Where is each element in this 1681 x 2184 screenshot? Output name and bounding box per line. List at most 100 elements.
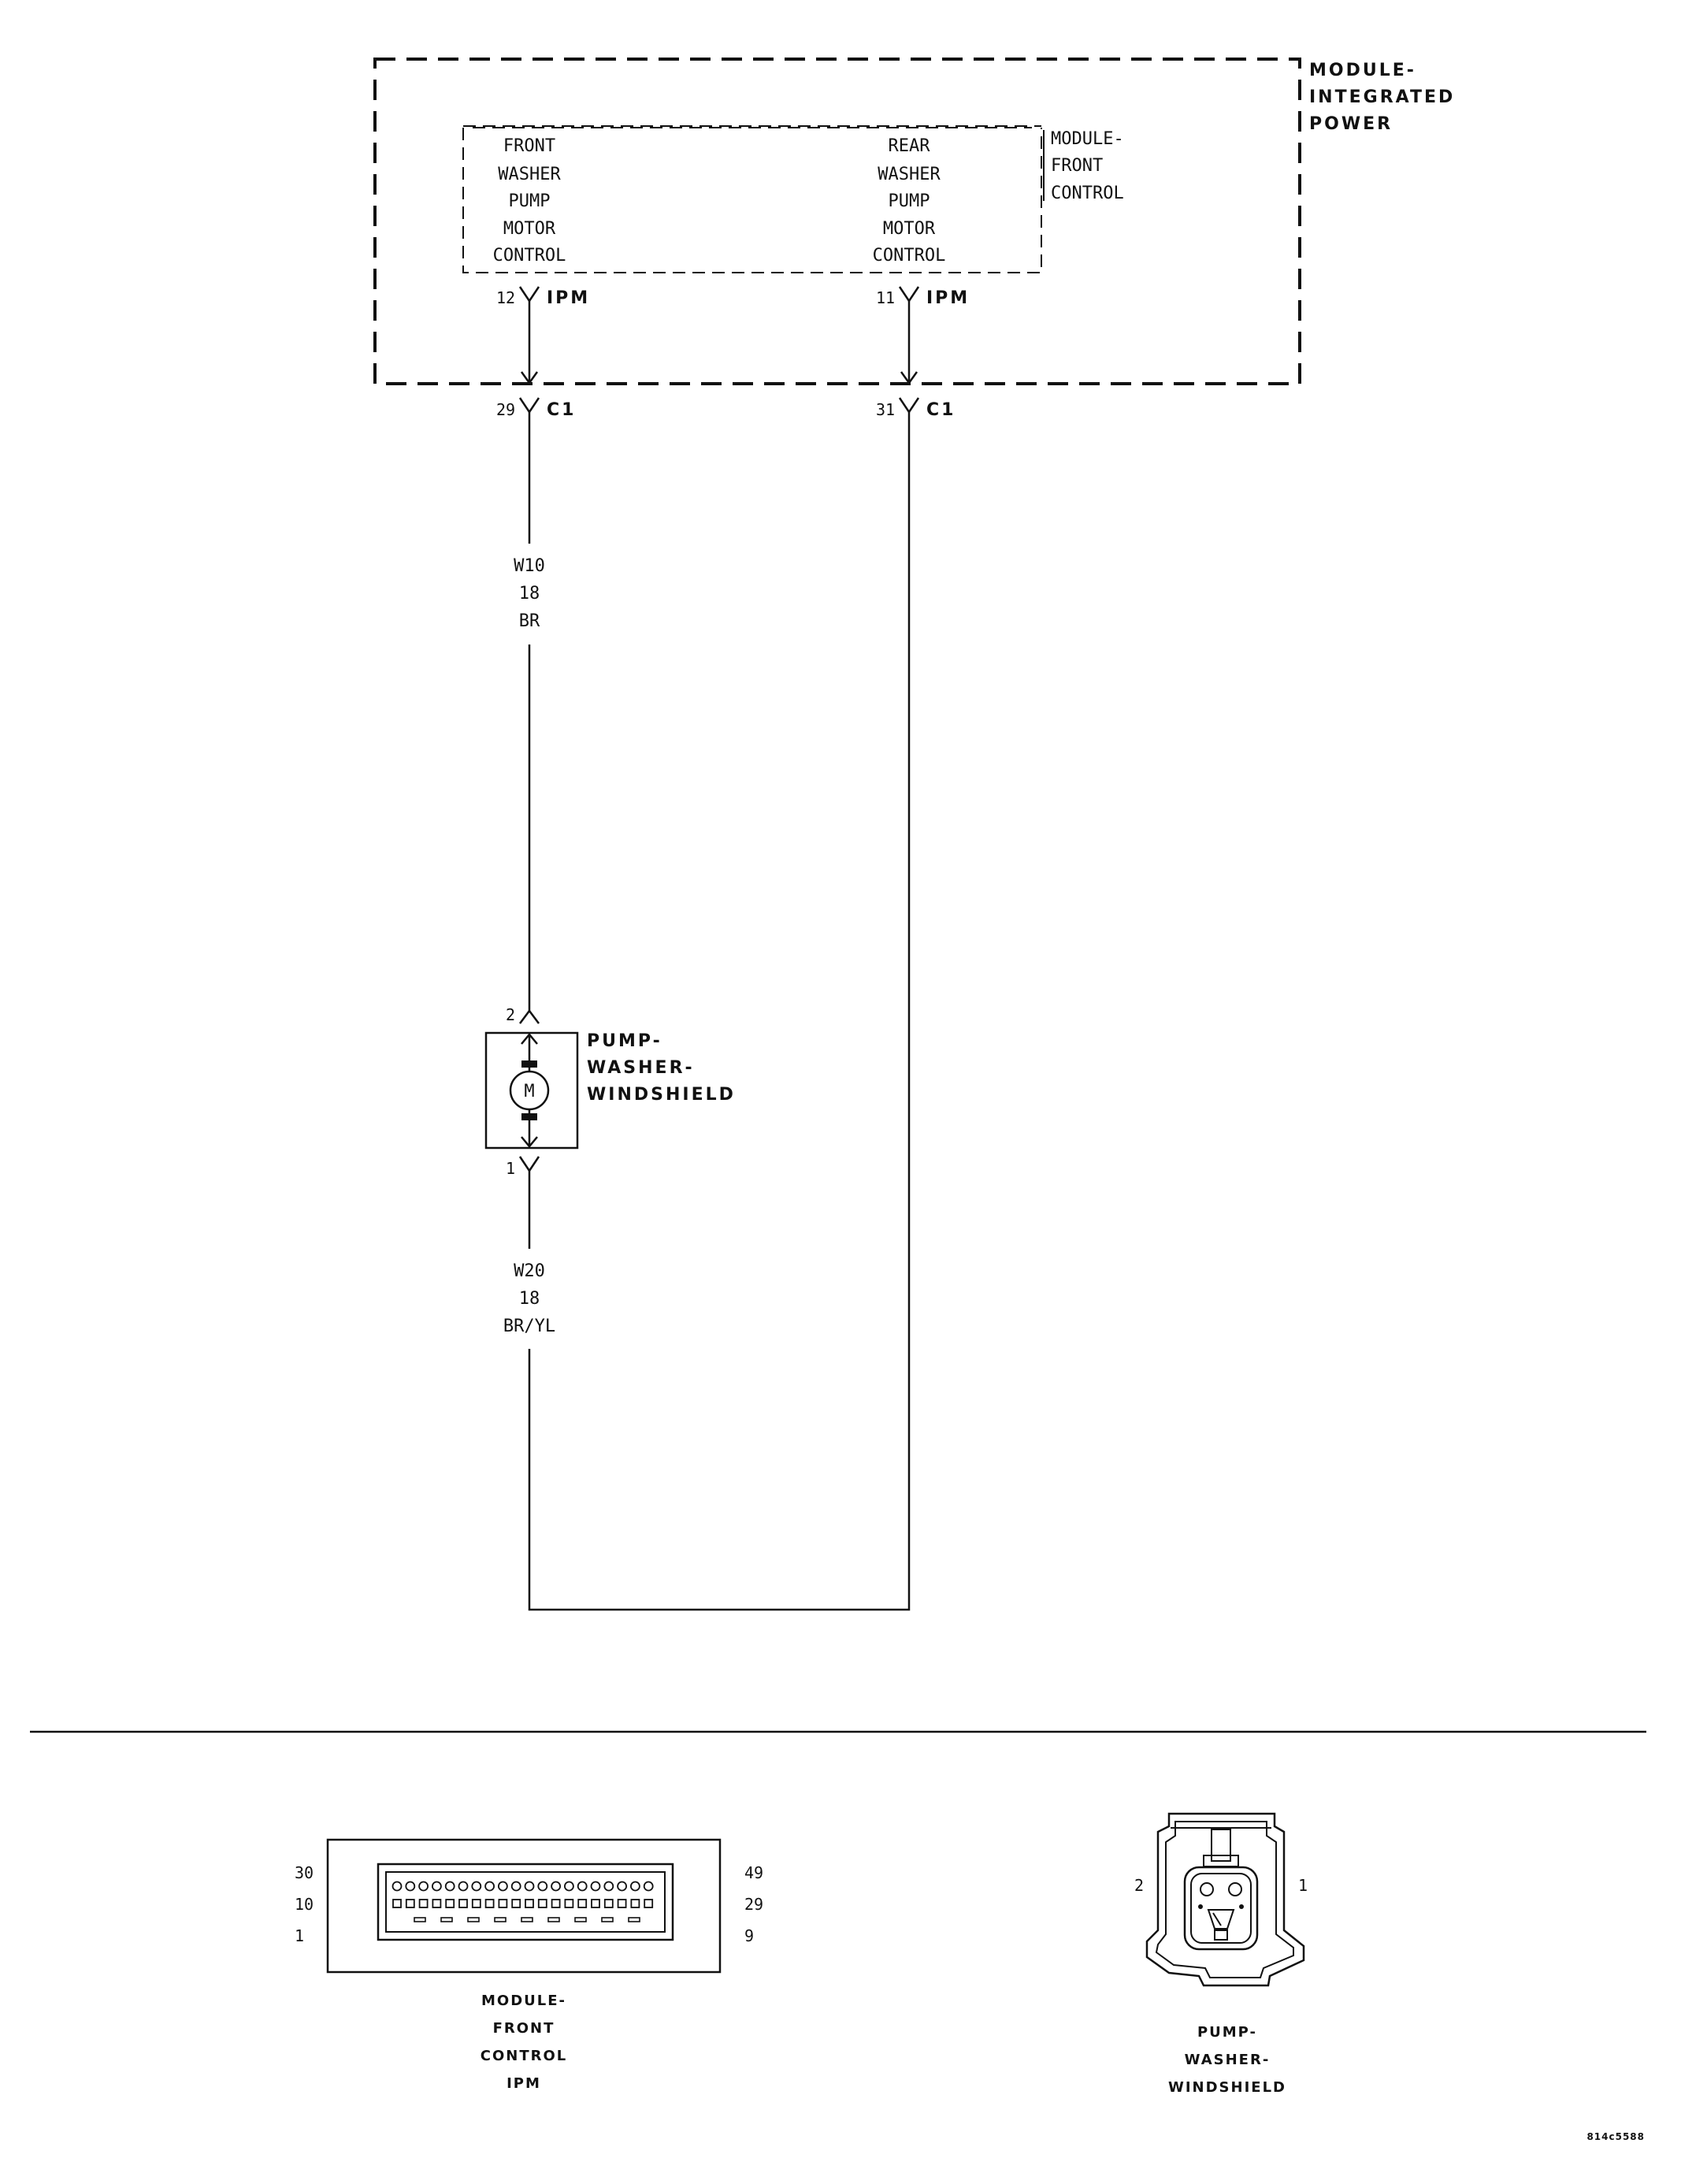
fcm-connector-label-line-4: IPM bbox=[507, 2075, 541, 2092]
fcm-pin-cavity bbox=[445, 1899, 455, 1908]
fcm-connector-label-line-3: CONTROL bbox=[481, 2048, 568, 2064]
ipm-front-pin-number: 12 bbox=[496, 288, 515, 307]
pump-top-pin-number: 2 bbox=[506, 1005, 515, 1024]
fcm-pin-cavity bbox=[551, 1899, 561, 1908]
front-function-line-1: FRONT bbox=[503, 136, 555, 156]
fcm-connector-view: 30 10 1 49 29 9 bbox=[295, 1838, 763, 1974]
w20-wire-return bbox=[528, 412, 911, 1611]
front-washer-function: FRONT WASHER PUMP MOTOR CONTROL bbox=[493, 136, 566, 266]
internal-front-arrow bbox=[520, 371, 539, 385]
fcm-pin-cavity bbox=[591, 1899, 600, 1908]
fcm-pin-cavity bbox=[405, 1881, 416, 1892]
rear-function-line-5: CONTROL bbox=[873, 246, 946, 266]
pump-connector-label-line-2: WASHER- bbox=[1185, 2052, 1271, 2068]
fcm-right-pin-mid: 29 bbox=[744, 1895, 763, 1914]
fcm-pin-cavity bbox=[537, 1899, 547, 1908]
ipm-module-label: MODULE- INTEGRATED POWER bbox=[1309, 61, 1455, 134]
ipm-front-connector-name: IPM bbox=[547, 288, 590, 308]
w20-wire-label: W20 18 BR/YL bbox=[503, 1261, 555, 1336]
w10-wire-label: W10 18 BR bbox=[514, 556, 545, 631]
fcm-pin-cavity bbox=[458, 1899, 468, 1908]
fcm-pin-cavity bbox=[418, 1899, 429, 1908]
w20-circuit: W20 bbox=[514, 1261, 545, 1281]
fcm-pin-cavity bbox=[511, 1899, 521, 1908]
front-function-line-5: CONTROL bbox=[493, 246, 566, 266]
rear-function-line-2: WASHER bbox=[878, 165, 941, 184]
fcm-pin-cavity bbox=[484, 1881, 495, 1892]
fcm-pin-cavity bbox=[432, 1881, 442, 1892]
fcm-label-line-3: CONTROL bbox=[1051, 184, 1124, 203]
pump-label-line-3: WINDSHIELD bbox=[587, 1085, 736, 1105]
c1-rear-connector-name: C1 bbox=[926, 400, 956, 420]
fcm-pin-cavity bbox=[617, 1881, 627, 1892]
ipm-label-line-3: POWER bbox=[1309, 114, 1393, 134]
fcm-right-pin-bottom: 9 bbox=[744, 1926, 754, 1945]
fcm-pin-cavity bbox=[405, 1899, 415, 1908]
rear-function-line-4: MOTOR bbox=[883, 219, 936, 239]
w20-color: BR/YL bbox=[503, 1317, 555, 1336]
fcm-pin-cavity bbox=[630, 1899, 640, 1908]
fcm-left-pin-top: 30 bbox=[295, 1863, 314, 1882]
fcm-pin-slot bbox=[494, 1917, 507, 1922]
fcm-pin-cavity bbox=[537, 1881, 548, 1892]
fcm-pin-slot bbox=[547, 1917, 560, 1922]
fcm-pin-slot bbox=[601, 1917, 614, 1922]
fcm-pin-cavity bbox=[603, 1881, 614, 1892]
w10-gauge: 18 bbox=[519, 584, 540, 604]
fcm-module-label: MODULE- FRONT CONTROL bbox=[1051, 129, 1124, 203]
fcm-pin-cavity bbox=[525, 1899, 534, 1908]
fcm-pin-cavity bbox=[498, 1899, 508, 1908]
c1-front-connector-name: C1 bbox=[547, 400, 576, 420]
washer-pump-motor: M bbox=[484, 1031, 579, 1150]
fcm-pin-cavity bbox=[444, 1881, 455, 1892]
fcm-pin-cavity bbox=[617, 1899, 627, 1908]
ipm-label-line-1: MODULE- bbox=[1309, 61, 1416, 80]
rear-function-line-1: REAR bbox=[889, 136, 931, 156]
fcm-right-pin-top: 49 bbox=[744, 1863, 763, 1882]
fcm-left-pin-bottom: 1 bbox=[295, 1926, 304, 1945]
fcm-pin-cavity bbox=[458, 1881, 469, 1892]
pump-label-line-1: PUMP- bbox=[587, 1031, 662, 1051]
fcm-pin-cavity bbox=[577, 1881, 588, 1892]
c1-rear-pin-marker: 31 C1 bbox=[876, 397, 956, 420]
fcm-pin-cavity bbox=[630, 1881, 640, 1892]
pump-label: PUMP- WASHER- WINDSHIELD bbox=[587, 1031, 736, 1105]
fcm-connector-label-line-2: FRONT bbox=[493, 2020, 555, 2037]
fcm-pin-cavity bbox=[432, 1899, 442, 1908]
fcm-module-boundary bbox=[462, 127, 1042, 273]
c1-front-pin-number: 29 bbox=[496, 400, 515, 419]
fcm-pin-slot bbox=[628, 1917, 640, 1922]
pump-label-line-2: WASHER- bbox=[587, 1058, 695, 1078]
fcm-pin-slot bbox=[467, 1917, 480, 1922]
pump-connector-label-line-1: PUMP- bbox=[1197, 2024, 1257, 2041]
rear-function-line-3: PUMP bbox=[889, 191, 930, 211]
fcm-left-pin-mid: 10 bbox=[295, 1895, 314, 1914]
pump-connector-pin-1: 1 bbox=[1298, 1876, 1308, 1895]
fcm-pin-cavity bbox=[471, 1881, 482, 1892]
pump-pin-2-marker: 2 bbox=[506, 1005, 540, 1024]
fcm-pin-cavity bbox=[524, 1881, 535, 1892]
front-function-line-4: MOTOR bbox=[503, 219, 556, 239]
fcm-pin-cavity bbox=[564, 1881, 574, 1892]
fcm-pin-cavity bbox=[471, 1899, 481, 1908]
pump-bottom-pin-number: 1 bbox=[506, 1159, 515, 1178]
fcm-pin-cavity bbox=[590, 1881, 601, 1892]
fcm-pin-cavity bbox=[510, 1881, 521, 1892]
ipm-label-line-2: INTEGRATED bbox=[1309, 87, 1455, 107]
w10-circuit: W10 bbox=[514, 556, 545, 576]
front-function-line-3: PUMP bbox=[509, 191, 551, 211]
fcm-pin-slot bbox=[414, 1917, 426, 1922]
w10-color: BR bbox=[519, 611, 540, 631]
fcm-label-line-2: FRONT bbox=[1051, 156, 1103, 176]
front-function-line-2: WASHER bbox=[498, 165, 561, 184]
pump-connector-label-line-3: WINDSHIELD bbox=[1168, 2079, 1286, 2096]
fcm-label-line-1: MODULE- bbox=[1051, 129, 1124, 149]
fcm-pin-cavity bbox=[644, 1899, 654, 1908]
c1-front-pin-marker: 29 C1 bbox=[496, 397, 576, 420]
c1-rear-pin-number: 31 bbox=[876, 400, 895, 419]
motor-symbol-letter: M bbox=[524, 1082, 534, 1101]
pump-connector-pin-2: 2 bbox=[1134, 1876, 1144, 1895]
fcm-pin-cavity bbox=[603, 1899, 614, 1908]
fcm-pin-cavity bbox=[577, 1899, 588, 1908]
